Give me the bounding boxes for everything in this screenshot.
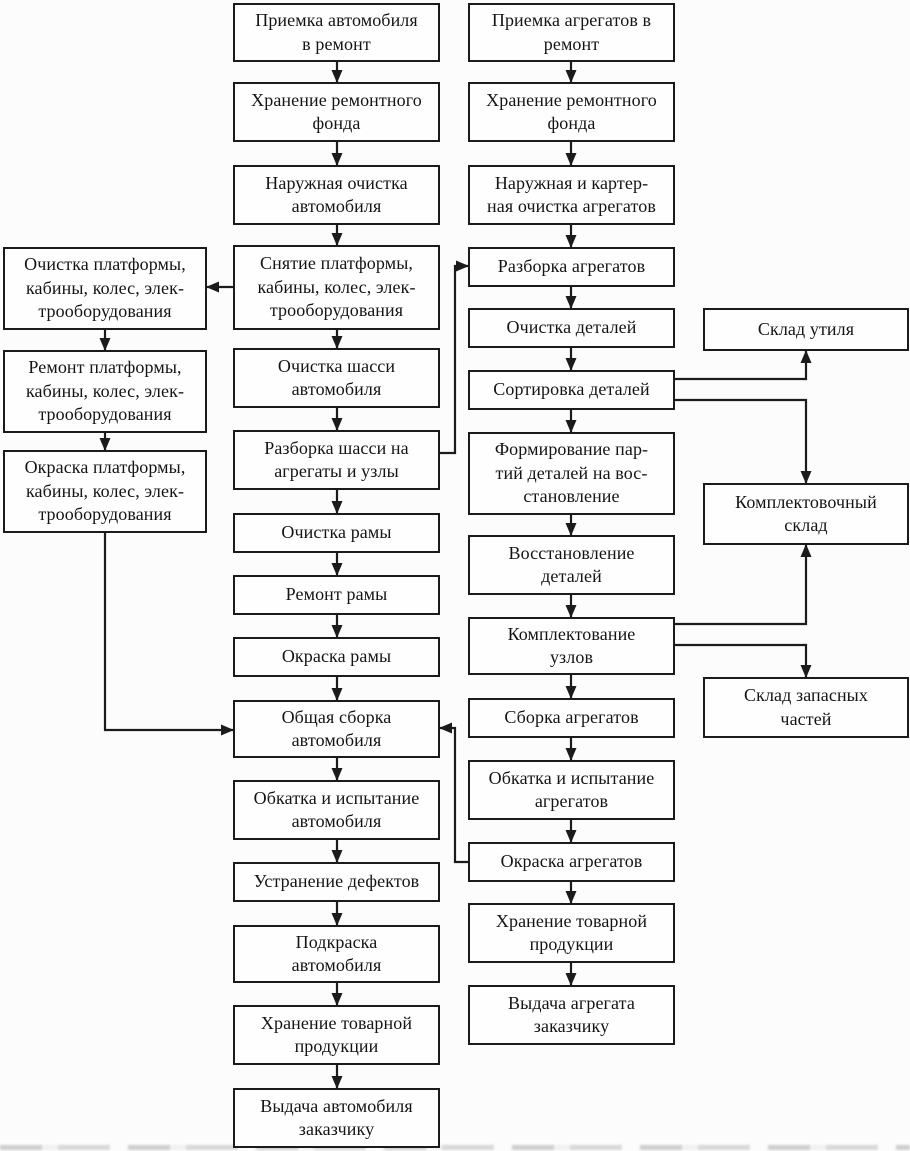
flow-node-label: Выдача автомобиля заказчику (260, 1095, 413, 1139)
flow-node-label: Подкраска автомобиля (291, 931, 382, 975)
flow-node-aggregate-delivery: Выдача агрегата заказчику (468, 985, 675, 1045)
flow-node-auto-run-in-testing: Обкатка и испытание автомобиля (233, 780, 440, 840)
flow-node-label: Снятие платформы, кабины, колес, элек- т… (257, 253, 416, 321)
flow-node-label: Разборка агрегатов (497, 256, 646, 277)
flow-node-label: Очистка шасси автомобиля (277, 355, 396, 399)
flow-arrow-parts-sorting--scrap-warehouse (675, 350, 812, 381)
flow-node-label: Восстановление деталей (508, 542, 635, 586)
flow-node-platform-repair: Ремонт платформы, кабины, колес, элек- т… (3, 350, 207, 433)
flow-node-label: Комплектовочный склад (735, 491, 877, 535)
flow-node-label: Хранение товарной продукции (260, 1012, 413, 1056)
flow-node-label: Очистка деталей (506, 317, 637, 338)
flow-node-platform-cleaning: Очистка платформы, кабины, колес, элек- … (3, 247, 207, 330)
flow-node-aggregate-repair-fund-storage: Хранение ремонтного фонда (468, 82, 675, 142)
flow-node-label: Сортировка деталей (493, 379, 650, 400)
flow-node-defect-elimination: Устранение дефектов (233, 862, 440, 902)
flow-node-label: Обкатка и испытание агрегатов (488, 767, 655, 811)
flow-node-parts-restoration: Восстановление деталей (468, 535, 675, 595)
flow-node-label: Приемка автомобиля в ремонт (255, 10, 418, 54)
flow-node-label: Комплектование узлов (507, 623, 636, 667)
flow-node-unit-picking: Комплектование узлов (468, 617, 675, 675)
flow-arrow-aggregate-painting--auto-general-assembly (439, 722, 468, 864)
flow-node-scrap-warehouse: Склад утиля (703, 308, 909, 351)
flow-node-label: Окраска агрегатов (500, 851, 643, 872)
flow-node-picking-warehouse: Комплектовочный склад (703, 483, 909, 545)
flow-node-label: Окраска платформы, кабины, колес, элек- … (24, 457, 186, 525)
flow-node-label: Очистка платформы, кабины, колес, элек- … (24, 254, 186, 322)
flow-node-label: Хранение товарной продукции (495, 910, 648, 954)
flow-node-platform-painting: Окраска платформы, кабины, колес, элек- … (3, 450, 207, 533)
flow-node-aggregate-product-storage: Хранение товарной продукции (468, 903, 675, 963)
flow-node-parts-cleaning: Очистка деталей (468, 308, 675, 348)
flow-node-label: Разборка шасси на агрегаты и узлы (264, 437, 409, 481)
flow-node-label: Ремонт рамы (285, 584, 388, 605)
flow-node-label: Очистка рамы (281, 522, 392, 543)
flow-arrow-chassis-disassembly--aggregate-disassembly (440, 260, 469, 455)
flow-node-label: Склад запасных частей (744, 685, 868, 729)
flow-node-auto-external-cleaning: Наружная очистка автомобиля (233, 165, 440, 225)
flow-arrow-unit-picking--spare-parts-warehouse (675, 643, 812, 678)
flow-node-label: Устранение дефектов (253, 871, 420, 892)
flow-node-auto-touch-up: Подкраска автомобиля (233, 925, 440, 983)
flow-node-parts-batch-forming: Формирование пар- тий деталей на вос- ст… (468, 432, 675, 515)
flow-node-aggregate-disassembly: Разборка агрегатов (468, 247, 675, 287)
flow-node-auto-product-storage: Хранение товарной продукции (233, 1005, 440, 1065)
flow-node-label: Хранение ремонтного фонда (251, 89, 422, 133)
flow-node-label: Наружная и картер- ная очистка агрегатов (487, 172, 656, 216)
flow-node-aggregate-cleaning: Наружная и картер- ная очистка агрегатов (468, 165, 675, 225)
flow-node-label: Сборка агрегатов (504, 707, 639, 728)
flow-node-auto-repair-fund-storage: Хранение ремонтного фонда (233, 82, 440, 142)
flow-node-label: Наружная очистка автомобиля (265, 172, 408, 216)
flow-node-label: Окраска рамы (281, 646, 392, 667)
flow-node-aggregate-run-in-testing: Обкатка и испытание агрегатов (468, 760, 675, 820)
flow-node-label: Ремонт платформы, кабины, колес, элек- т… (25, 357, 185, 425)
flow-node-aggregate-painting: Окраска агрегатов (468, 842, 675, 882)
flow-node-frame-painting: Окраска рамы (233, 637, 440, 677)
flow-arrow-unit-picking--picking-warehouse (675, 544, 812, 626)
flow-arrow-parts-sorting--picking-warehouse (675, 398, 812, 484)
flow-node-frame-cleaning: Очистка рамы (233, 513, 440, 553)
flow-node-label: Приемка агрегатов в ремонт (491, 10, 652, 54)
flow-arrow-platform-painting--auto-general-assembly (103, 533, 234, 736)
flow-node-spare-parts-warehouse: Склад запасных частей (703, 677, 909, 738)
flow-node-frame-repair: Ремонт рамы (233, 575, 440, 615)
flow-node-auto-delivery: Выдача автомобиля заказчику (233, 1088, 440, 1148)
flow-node-platform-removal: Снятие платформы, кабины, колес, элек- т… (233, 245, 440, 330)
flow-node-label: Обкатка и испытание автомобиля (253, 787, 420, 831)
flow-node-parts-sorting: Сортировка деталей (468, 370, 675, 410)
flow-node-label: Хранение ремонтного фонда (486, 89, 657, 133)
flow-node-aggregate-acceptance: Приемка агрегатов в ремонт (468, 3, 675, 62)
flow-node-label: Формирование пар- тий деталей на вос- ст… (494, 439, 649, 507)
cropped-caption-artifact (0, 1145, 910, 1150)
flow-node-chassis-disassembly: Разборка шасси на агрегаты и узлы (233, 430, 440, 490)
flow-node-auto-acceptance: Приемка автомобиля в ремонт (233, 3, 440, 62)
flow-node-aggregate-assembly: Сборка агрегатов (468, 698, 675, 738)
flow-node-label: Общая сборка автомобиля (281, 706, 392, 750)
flow-node-label: Выдача агрегата заказчику (508, 992, 635, 1036)
flow-node-label: Склад утиля (757, 318, 855, 339)
flow-node-chassis-cleaning: Очистка шасси автомобиля (233, 348, 440, 408)
flow-node-auto-general-assembly: Общая сборка автомобиля (233, 700, 440, 758)
